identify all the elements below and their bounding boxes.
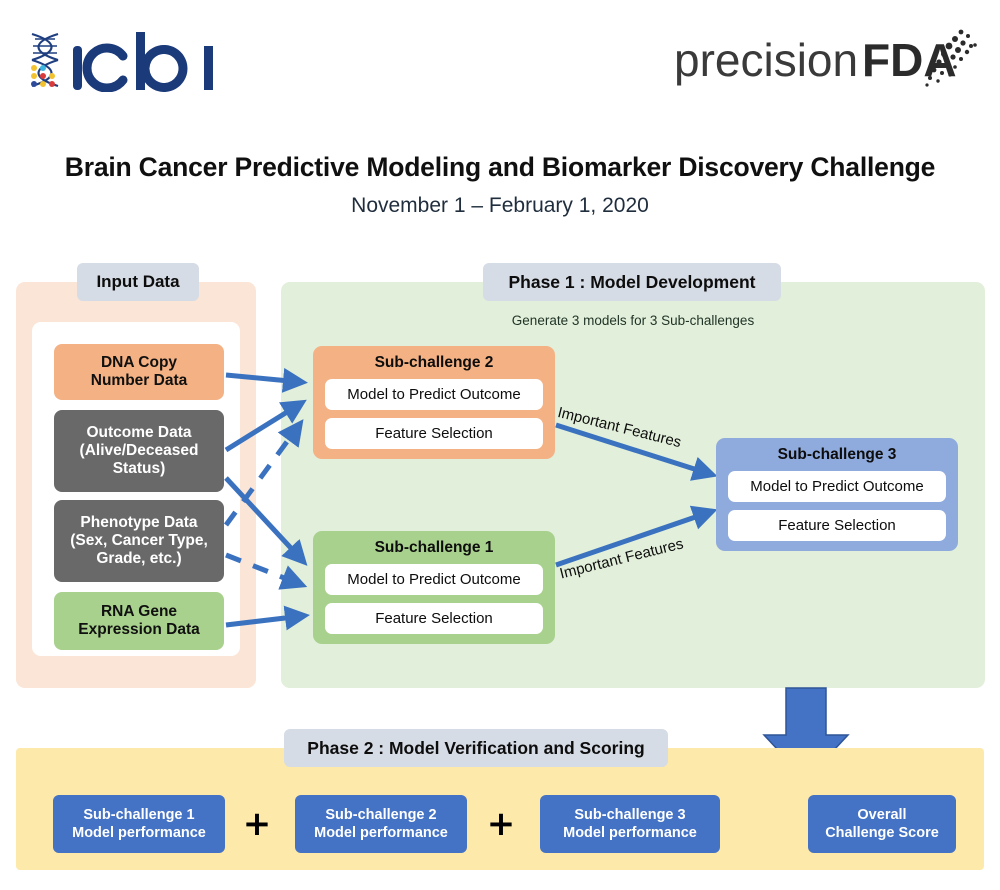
input-box-rna-line2: Expression Data (78, 621, 200, 638)
arrow-rna-to-subchallenge1 (225, 605, 310, 631)
phase2-box-3-line1: Sub-challenge 3 (574, 806, 686, 823)
arrow-phenotype-to-subchallenge1 (225, 552, 308, 590)
phase2-operator-plus-2: + (486, 804, 516, 844)
precisionfda-logo: precision FDA (672, 20, 984, 100)
icbi-logo: icbi (18, 26, 218, 93)
phase2-box-1-line2: Model performance (72, 825, 206, 841)
phase2-box-subchallenge-1[interactable]: Sub-challenge 1 Model performance (53, 795, 225, 853)
input-box-phenotype-line2: (Sex, Cancer Type, (70, 531, 208, 549)
input-data-header-pill: Input Data (77, 263, 199, 301)
arrow-outcome-to-subchallenge2 (224, 399, 307, 453)
input-box-rna-expression[interactable]: RNA Gene Expression Data (54, 592, 224, 650)
phase2-header-pill: Phase 2 : Model Verification and Scoring (284, 729, 668, 767)
arrow-dna-to-subchallenge2 (225, 367, 308, 393)
phase2-box-4-line1: Overall (857, 806, 907, 823)
phase2-box-overall-challenge-score[interactable]: Overall Challenge Score (808, 795, 956, 853)
phase1-note: Generate 3 models for 3 Sub-challenges (511, 313, 755, 328)
card-subchallenge-1-row-model[interactable]: Model to Predict Outcome (325, 564, 543, 595)
phase2-box-3-line2: Model performance (563, 825, 697, 841)
card-subchallenge-1-row-features[interactable]: Feature Selection (325, 603, 543, 634)
input-box-outcome-data[interactable]: Outcome Data (Alive/Deceased Status) (54, 410, 224, 492)
input-box-outcome-line1: Outcome Data (86, 423, 192, 441)
card-subchallenge-3-row-model[interactable]: Model to Predict Outcome (728, 471, 946, 502)
page-title: Brain Cancer Predictive Modeling and Bio… (64, 152, 936, 182)
phase2-box-subchallenge-2[interactable]: Sub-challenge 2 Model performance (295, 795, 467, 853)
input-box-outcome-line3: Status) (112, 460, 166, 478)
arrow-outcome-to-subchallenge1 (224, 476, 308, 566)
input-box-phenotype-line3: Grade, etc.) (96, 550, 182, 568)
card-subchallenge-3-row-features[interactable]: Feature Selection (728, 510, 946, 541)
phase2-box-subchallenge-3[interactable]: Sub-challenge 3 Model performance (540, 795, 720, 853)
phase2-box-1-line1: Sub-challenge 1 (83, 806, 195, 823)
input-box-dna-copy-number[interactable]: DNA Copy Number Data (54, 344, 224, 400)
card-subchallenge-2-title: Sub-challenge 2 (374, 354, 494, 371)
input-box-outcome-line2: (Alive/Deceased (79, 441, 199, 459)
card-subchallenge-3-title: Sub-challenge 3 (777, 446, 897, 463)
precisionfda-wordmark-light: precision (674, 34, 858, 86)
card-subchallenge-1[interactable]: Sub-challenge 1 Model to Predict Outcome… (313, 531, 555, 644)
arrow-subchallenge2-to-subchallenge3 (555, 422, 718, 481)
precisionfda-helix-icon (925, 29, 977, 87)
precisionfda-wordmark-bold: FDA (862, 34, 957, 86)
input-box-dna-line2: Number Data (90, 372, 188, 389)
phase2-operator-plus-1: + (242, 804, 272, 844)
input-box-rna-line1: RNA Gene (100, 602, 178, 620)
phase2-box-2-line2: Model performance (314, 825, 448, 841)
input-box-phenotype-line1: Phenotype Data (80, 513, 198, 531)
card-subchallenge-2-row-model[interactable]: Model to Predict Outcome (325, 379, 543, 410)
card-subchallenge-3[interactable]: Sub-challenge 3 Model to Predict Outcome… (716, 438, 958, 551)
input-box-dna-line1: DNA Copy (100, 353, 178, 371)
card-subchallenge-2-row-features[interactable]: Feature Selection (325, 418, 543, 449)
phase2-box-2-line1: Sub-challenge 2 (325, 806, 437, 823)
card-subchallenge-1-title: Sub-challenge 1 (374, 539, 494, 556)
phase1-header-pill: Phase 1 : Model Development (483, 263, 781, 301)
arrow-subchallenge1-to-subchallenge3 (555, 505, 718, 568)
phase2-box-4-line2: Challenge Score (825, 825, 939, 841)
card-subchallenge-2[interactable]: Sub-challenge 2 Model to Predict Outcome… (313, 346, 555, 459)
page-date-range: November 1 – February 1, 2020 (351, 194, 649, 217)
input-box-phenotype-data[interactable]: Phenotype Data (Sex, Cancer Type, Grade,… (54, 500, 224, 582)
arrow-phenotype-to-subchallenge2 (223, 419, 304, 527)
